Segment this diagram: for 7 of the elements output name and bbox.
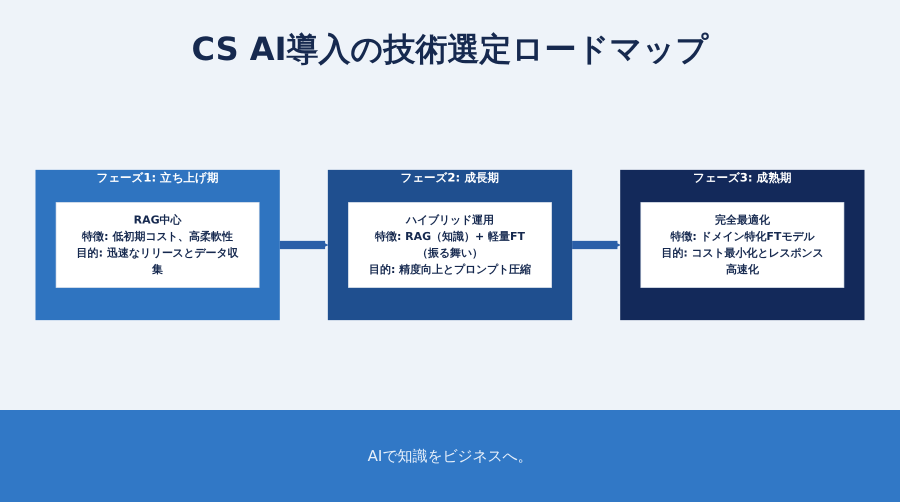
tagline-text: AIで知識をビジネスへ。 xyxy=(368,446,532,466)
node-box: RAG中心 特徴: 低初期コスト、高柔軟性 目的: 迅速なリリースとデータ収集 xyxy=(56,202,260,288)
diagram-title: CS AI導入の技術選定ロードマップ xyxy=(190,29,710,70)
arrow xyxy=(280,240,328,250)
arrow xyxy=(572,240,620,250)
node-box: ハイブリッド運用 特徴: RAG（知識）+ 軽量FT（振る舞い） 目的: 精度向上とプロンプト圧縮 xyxy=(348,202,552,288)
node-box: 完全最適化 特徴: ドメイン特化FTモデル 目的: コスト最小化とレスポンス高速化 xyxy=(640,202,844,288)
